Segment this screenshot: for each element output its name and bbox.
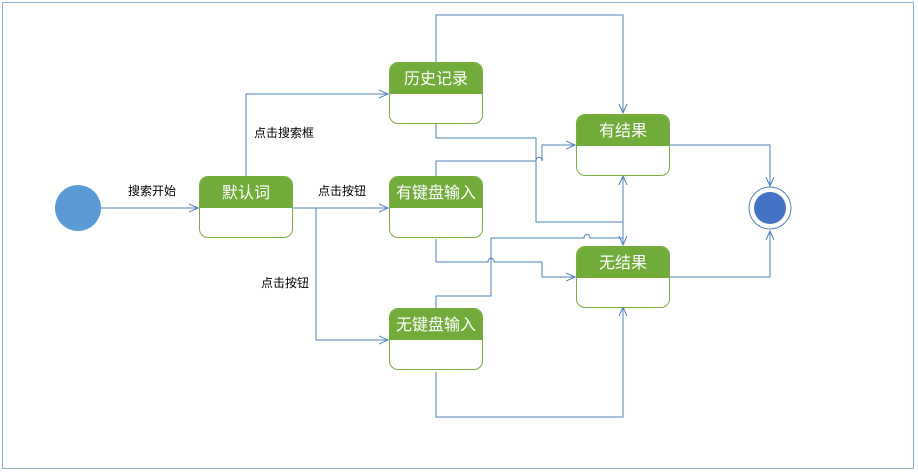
- label-click-button-keyboard: 点击按钮: [318, 184, 367, 198]
- edge-default-to-history: [245, 94, 388, 176]
- edge-nokeyboard-to-noresult: [435, 307, 623, 418]
- state-default-word: 默认词: [199, 176, 293, 238]
- edge-nokeyboard-to-hasresult: [435, 176, 623, 308]
- edge-hasresult-to-final: [670, 144, 770, 186]
- state-default-word-title: 默认词: [200, 177, 292, 208]
- state-no-keyboard-input: 无键盘输入: [389, 308, 483, 370]
- edge-history-to-hasresult: [435, 14, 623, 113]
- label-click-search-box: 点击搜索框: [254, 126, 315, 140]
- label-click-button-nokeyboard: 点击按钮: [261, 276, 310, 290]
- label-search-start: 搜索开始: [128, 184, 177, 198]
- edge-default-to-nokeyboard: [315, 208, 388, 340]
- edge-keyboard-to-hasresult: [435, 145, 575, 176]
- edge-keyboard-to-noresult: [435, 239, 575, 277]
- state-has-result-title: 有结果: [577, 115, 669, 146]
- state-keyboard-input-title: 有键盘输入: [390, 177, 482, 208]
- final-node: [754, 192, 786, 224]
- state-history-title: 历史记录: [390, 63, 482, 94]
- state-has-result: 有结果: [576, 114, 670, 176]
- edge-noresult-to-final: [670, 231, 770, 278]
- initial-node: [55, 185, 101, 231]
- state-keyboard-input: 有键盘输入: [389, 176, 483, 238]
- state-history: 历史记录: [389, 62, 483, 124]
- state-no-keyboard-input-title: 无键盘输入: [390, 309, 482, 340]
- state-no-result-title: 无结果: [577, 247, 669, 278]
- state-no-result: 无结果: [576, 246, 670, 308]
